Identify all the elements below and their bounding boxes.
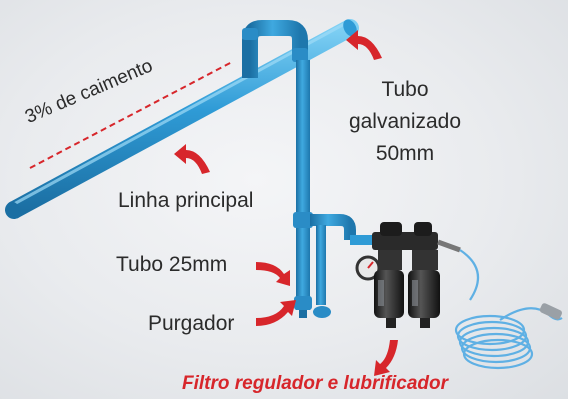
vertical-drop-pipe [293,60,313,318]
curved-arrow-icon [256,262,290,286]
tube-25mm-label: Tubo 25mm [116,253,228,276]
gooseneck-pipe [242,20,308,78]
galvanized-pipe-label: Tubo galvanizado 50mm [330,74,480,170]
main-line-label: Linha principal [118,189,254,212]
galvanized-label-line2: galvanizado [348,110,462,133]
curved-arrow-icon [374,340,398,376]
drain-label: Purgador [148,312,235,335]
air-gun [539,303,563,320]
branch-pipe [310,214,372,318]
galvanized-label-line1: Tubo [381,78,429,101]
pressure-gauge-icon [355,255,381,281]
curved-arrow-icon [256,300,296,326]
slope-dashed-line [29,61,233,169]
filter-regulator-lubricator [355,222,461,328]
curved-arrow-icon [346,30,382,60]
curved-arrow-icon [174,144,210,174]
galvanized-label-line3: 50mm [375,142,435,165]
filter-label: Filtro regulador e lubrificador [182,373,449,394]
